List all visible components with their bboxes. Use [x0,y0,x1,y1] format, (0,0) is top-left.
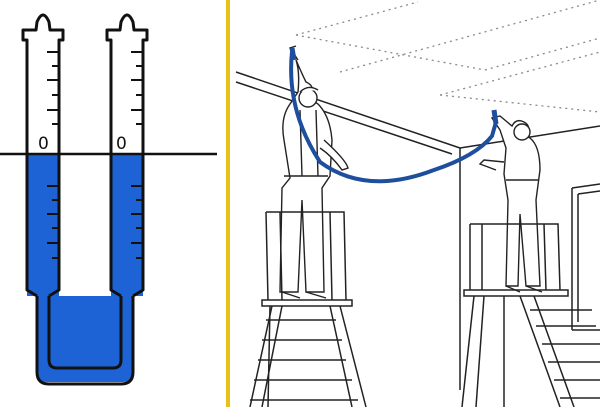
right-tube-zero-label: 0 [116,134,127,154]
panel-divider [226,0,230,407]
right-tube-scale [131,51,143,259]
left-worker [279,45,349,299]
right-tube [105,13,149,298]
left-scaffold [249,211,367,407]
left-tube-scale [47,51,59,259]
left-tube [21,13,65,298]
right-scaffold [461,223,600,407]
water-fill [27,154,143,382]
connecting-hose [35,296,135,386]
left-tube-zero-label: 0 [38,134,49,154]
ceiling-guidelines [295,0,600,113]
water-level-hose [289,51,498,184]
room-edges [235,71,600,390]
room-scene [235,0,600,407]
window [571,183,600,331]
u-tube-level-diagram: 0 0 [0,13,217,386]
right-worker [478,115,543,293]
